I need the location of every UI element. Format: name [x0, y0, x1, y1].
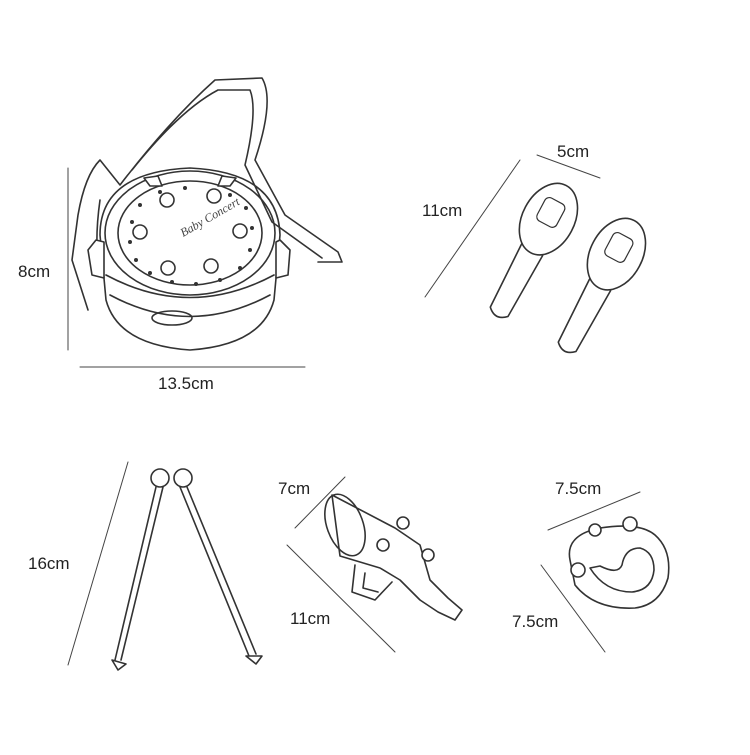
tambourine-illustration	[540, 491, 670, 653]
maracas-width-label: 5cm	[557, 142, 590, 161]
trumpet-valves	[376, 516, 435, 562]
trumpet-illustration	[286, 476, 463, 653]
maracas-length-label: 11cm	[422, 201, 463, 220]
drum-lugs	[87, 175, 291, 279]
drum-head-dots	[128, 186, 254, 286]
drumstick-left	[111, 486, 164, 671]
trumpet-bell	[324, 493, 366, 557]
trumpet-length-label: 11cm	[290, 609, 331, 628]
tambourine-height-dimension-line	[540, 564, 606, 653]
drumstick-left-head	[150, 468, 170, 488]
maracas-width-dimension-line	[536, 154, 601, 179]
drum-rim-lines	[105, 274, 275, 318]
tambourine-width-dimension-line	[547, 491, 641, 531]
trumpet-width-label: 7cm	[278, 479, 311, 498]
drumsticks-length-dimension-line	[67, 461, 129, 666]
maraca-right	[557, 217, 647, 354]
drumsticks-illustration	[67, 461, 263, 671]
tambourine-width-label: 7.5cm	[555, 479, 602, 498]
maracas-illustration	[424, 154, 647, 354]
drum-height-label: 8cm	[18, 262, 51, 281]
drum-shell	[99, 167, 281, 351]
maracas-length-dimension-line	[424, 159, 521, 298]
drumsticks-length-label: 16cm	[28, 554, 70, 573]
drum-width-label: 13.5cm	[158, 374, 214, 393]
trumpet-handle	[351, 564, 393, 601]
trumpet-body	[331, 494, 463, 621]
drumstick-right-head	[173, 468, 193, 488]
trumpet-width-dimension-line	[294, 476, 346, 529]
drum-badge	[151, 310, 193, 326]
drum-head-mouse-icons	[132, 188, 248, 276]
tambourine-inner	[589, 547, 655, 593]
drum-head-inner	[117, 180, 263, 286]
maraca-left	[489, 182, 579, 319]
trumpet-length-dimension-line	[286, 544, 396, 653]
tambourine-height-label: 7.5cm	[512, 612, 559, 631]
drum-illustration: Baby Concert	[67, 77, 343, 368]
drum-head	[104, 170, 276, 296]
tambourine-jingles	[570, 516, 638, 578]
drum-strap	[71, 77, 343, 311]
drumstick-right	[179, 486, 263, 665]
